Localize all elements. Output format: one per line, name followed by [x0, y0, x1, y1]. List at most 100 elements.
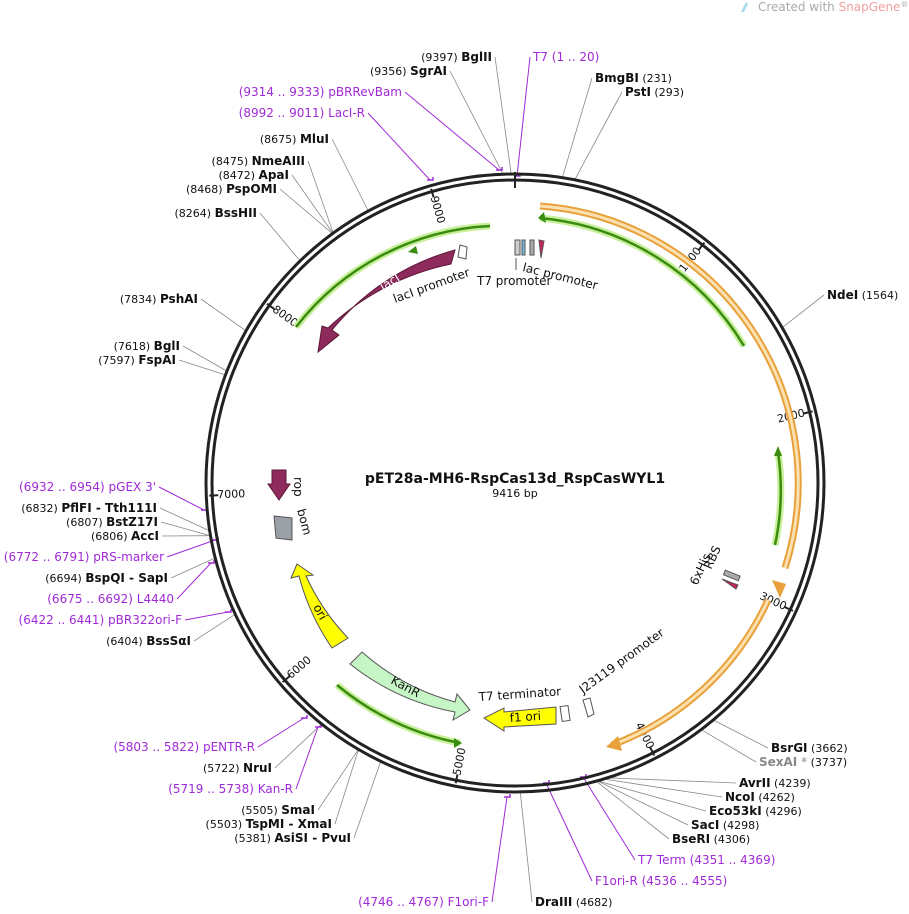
site-line-fspai: [178, 359, 225, 376]
site-label-bglii: (9397) BglII: [421, 50, 492, 64]
primer-label-pbrrevbam: (9314 .. 9333) pBRRevBam: [239, 85, 402, 99]
site-pos-acci: (6806): [91, 530, 131, 543]
snapgene-logo-icon: [741, 2, 748, 12]
ori-label: ori: [310, 602, 330, 622]
laci-arrow: [317, 249, 456, 354]
site-label-apai: (8472) ApaI: [218, 168, 289, 182]
t7-terminator-box: [559, 704, 571, 723]
site-line-bglii: [494, 56, 512, 174]
site-label-draiii: DraIII (4682): [535, 895, 612, 909]
site-pos-pspomi: (8468): [186, 183, 226, 196]
primer-label-laci-r: (8992 .. 9011) LacI-R: [239, 106, 365, 120]
j23119-label: J23119 promoter: [576, 626, 667, 697]
tick-label-9000: 9000: [428, 194, 448, 224]
site-pos-nmeaiii: (8475): [212, 155, 252, 168]
cds-orange-arc2-outer: [610, 598, 772, 749]
site-name-bspqi: BspQI - SapI: [85, 571, 168, 585]
site-name-apai: ApaI: [259, 168, 289, 182]
primer-label-f1ori-r: F1ori-R (4536 .. 4555): [595, 874, 727, 888]
site-label-ncoi: NcoI (4262): [725, 790, 795, 804]
primer-labels: T7 (1 .. 20)(9314 .. 9333) pBRRevBam(899…: [4, 50, 776, 909]
kanr-arrow: [349, 651, 471, 722]
tick-label-7000: 7000: [217, 487, 246, 501]
site-pos-apai: (8472): [218, 169, 258, 182]
rop-arrow: [267, 469, 291, 501]
tick-8000: [266, 302, 275, 310]
site-line-bsssai: [193, 614, 235, 642]
site-label-bseri: BseRI (4306): [672, 832, 750, 846]
primer-label-prs-marker: (6772 .. 6791) pRS-marker: [4, 550, 164, 564]
site-line-bsrgi: [714, 720, 769, 749]
site-line-bgli: [182, 345, 227, 371]
site-pos-avrii: (4239): [771, 777, 811, 790]
promoter-glyphs: [457, 239, 545, 260]
site-name-sexai: SexAI: [759, 755, 797, 769]
primer-label-l4440: (6675 .. 6692) L4440: [47, 592, 174, 606]
site-label-bspqi: (6694) BspQI - SapI: [45, 571, 168, 585]
site-name-pshai: PshAI: [160, 292, 198, 306]
site-label-bsssai: (6404) BssSαI: [106, 634, 191, 648]
tick-2000: [803, 410, 813, 415]
t7-promoter-label: T7 promoter: [476, 274, 552, 288]
primer-mark-f1ori-r: [543, 780, 550, 784]
site-name-bsrgi: BsrGI: [771, 741, 808, 755]
site-line-pshai: [200, 298, 246, 331]
site-pos-pflfi: (6832): [21, 502, 61, 515]
plasmid-length: 9416 bp: [492, 487, 537, 500]
site-star-sexai: *: [797, 755, 807, 769]
site-name-psti: PstI: [625, 85, 651, 99]
site-pos-nrui: (5722): [203, 762, 243, 775]
site-pos-eco53ki: (4296): [762, 805, 802, 818]
site-name-bsshii: BssHII: [215, 206, 257, 220]
tick-9000: [430, 188, 435, 198]
primer-mark-f1ori-f: [504, 794, 511, 798]
cds-orange-arrowhead-2: [606, 736, 622, 751]
site-line-sgrai: [449, 70, 503, 174]
tick-1000: [698, 242, 706, 251]
site-label-pshai: (7834) PshAI: [120, 292, 198, 306]
primer-line-pbrrevbam: [404, 91, 500, 171]
site-name-asisi: AsiSI - PvuI: [274, 831, 351, 845]
site-label-fspai: (7597) FspAI: [98, 353, 176, 367]
site-pos-sgrai: (9356): [370, 65, 410, 78]
site-name-nmeaiii: NmeAIII: [252, 154, 305, 168]
primer-line-pgex3: [158, 486, 205, 511]
site-name-pspomi: PspOMI: [226, 182, 277, 196]
site-pos-bspqi: (6694): [45, 572, 85, 585]
site-pos-pshai: (7834): [120, 293, 160, 306]
site-label-saci: SacI (4298): [691, 818, 759, 832]
site-pos-ncoi: (4262): [755, 791, 795, 804]
primer-label-kan-r: (5719 .. 5738) Kan-R: [168, 782, 293, 796]
site-line-nmeaiii: [307, 160, 334, 233]
site-name-acci: AccI: [131, 529, 159, 543]
cds-orange-arrowhead-1: [772, 580, 786, 598]
site-line-ndei: [782, 294, 825, 328]
t7-terminator-label: T7 terminator: [477, 684, 561, 704]
plasmid-name: pET28a-MH6-RspCas13d_RspCasWYL1: [365, 471, 665, 487]
site-name-bglii: BglII: [461, 50, 492, 64]
site-line-bseri: [596, 781, 670, 840]
brand-suffix: ®: [900, 0, 908, 9]
site-line-ncoi: [605, 778, 723, 798]
site-line-saci: [598, 781, 689, 826]
snapgene-brand: Created with SnapGene®: [741, 0, 908, 14]
primer-label-pbr322ori-f: (6422 .. 6441) pBR322ori-F: [19, 613, 183, 627]
site-pos-asisi: (5381): [234, 832, 274, 845]
bom-label: bom: [294, 507, 314, 536]
bom-box: [273, 515, 293, 541]
site-line-tspmi: [334, 750, 359, 825]
site-line-mlui: [331, 138, 369, 211]
tick-3000: [784, 606, 794, 612]
orf-arcs: [293, 212, 785, 748]
site-name-draiii: DraIII: [535, 895, 572, 909]
cds-orange-arc2-inner: [611, 599, 770, 747]
site-pos-psti: (293): [651, 86, 684, 99]
site-line-pspomi: [279, 188, 332, 234]
site-name-pflfi: PflFI - Tth111I: [61, 501, 157, 515]
tick-4000: [649, 747, 656, 756]
cds-orange-arc-outer: [539, 202, 802, 570]
site-line-pflfi: [159, 507, 209, 531]
site-label-sexai: SexAI * (3737): [759, 755, 847, 769]
tick-label-6000: 6000: [284, 653, 314, 681]
